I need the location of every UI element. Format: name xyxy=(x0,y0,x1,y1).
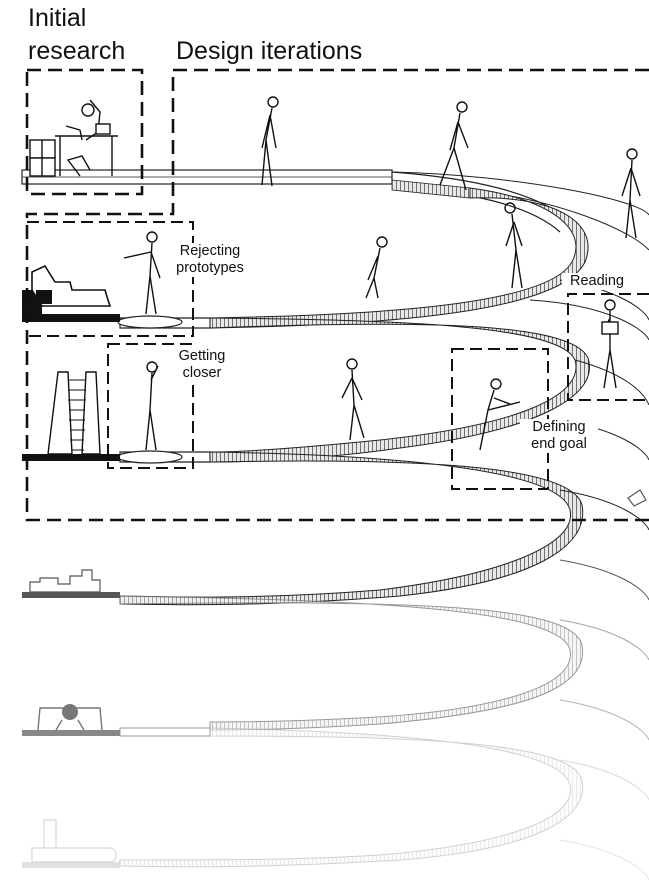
defining-end-goal-label-line2: end goal xyxy=(520,436,598,453)
stage-platform-prototypes xyxy=(22,266,120,322)
walking-figure-3 xyxy=(622,149,640,238)
stage-platform-buildings xyxy=(22,570,120,598)
walking-figure-5 xyxy=(366,237,387,298)
stage-platform-ladder xyxy=(22,372,120,461)
stage-platform-table xyxy=(22,704,120,736)
stage-platform-faded xyxy=(22,820,120,868)
distant-figure xyxy=(628,490,646,506)
thinking-figure xyxy=(146,362,158,450)
reading-label: Reading xyxy=(562,273,632,290)
rejecting-prototypes-label-line1: Rejecting xyxy=(174,243,246,260)
pointing-figure xyxy=(124,232,160,314)
walking-figure-2 xyxy=(440,102,468,190)
initial-research-title-line2: research xyxy=(28,37,125,65)
spiral-turn-3 xyxy=(120,452,649,605)
desk-researcher-scene xyxy=(30,100,118,176)
walking-figure-4 xyxy=(505,203,522,288)
spiral-turn-5 xyxy=(120,728,649,880)
getting-closer-label-line1: Getting xyxy=(172,348,232,365)
design-iterations-title: Design iterations xyxy=(176,37,362,65)
rejecting-prototypes-label-line2: prototypes xyxy=(170,260,250,277)
getting-closer-label-line2: closer xyxy=(172,365,232,382)
initial-research-title-line1: Initial xyxy=(28,4,86,32)
defining-end-goal-label-line1: Defining xyxy=(520,419,598,436)
walking-figure-6 xyxy=(342,359,364,440)
spiral-turn-4 xyxy=(120,596,649,740)
